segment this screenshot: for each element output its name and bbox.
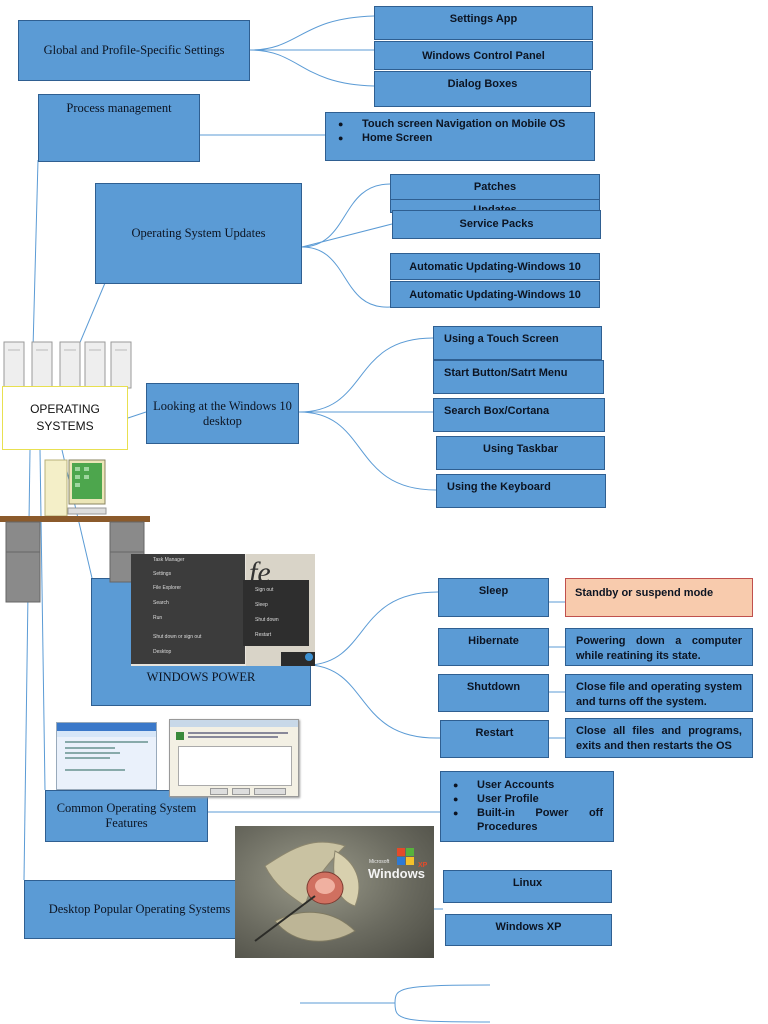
leaf-keyboard: Using the Keyboard bbox=[436, 474, 606, 508]
list-item: Home Screen bbox=[336, 131, 565, 145]
central-topic-line2: SYSTEMS bbox=[36, 419, 94, 433]
windows-xp-image: Microsoft Windows XP bbox=[235, 826, 434, 958]
leaf-dialog-boxes: Dialog Boxes bbox=[374, 71, 591, 107]
leaf-feature-list: User Accounts User Profile Built-in Powe… bbox=[440, 771, 614, 842]
list-item: User Profile bbox=[451, 792, 603, 806]
leaf-windows-xp: Windows XP bbox=[445, 914, 612, 946]
desc-sleep: Standby or suspend mode bbox=[565, 578, 753, 617]
xp-artwork bbox=[254, 841, 360, 942]
branch-os-updates: Operating System Updates bbox=[95, 183, 302, 284]
leaf-hibernate: Hibernate bbox=[438, 628, 549, 666]
leaf-auto-update-1: Automatic Updating-Windows 10 bbox=[390, 253, 600, 280]
list-item: User Accounts bbox=[451, 778, 603, 792]
dialog-screenshot-1 bbox=[56, 722, 157, 790]
computer-desk-illustration bbox=[0, 459, 150, 603]
list-item: Built-in Power off Procedures bbox=[451, 806, 603, 834]
leaf-settings-app: Settings App bbox=[374, 6, 593, 40]
leaf-shutdown: Shutdown bbox=[438, 674, 549, 712]
branch-popular-os: Desktop Popular Operating Systems bbox=[24, 880, 255, 939]
leaf-search-box: Search Box/Cortana bbox=[433, 398, 605, 432]
windows-flag-icon bbox=[397, 848, 415, 866]
leaf-start-button: Start Button/Satrt Menu bbox=[433, 360, 604, 394]
leaf-control-panel: Windows Control Panel bbox=[374, 41, 593, 70]
branch-common-features: Common Operating System Features bbox=[45, 790, 208, 842]
branch-process-management: Process management bbox=[38, 94, 200, 162]
desc-restart: Close all files and programs, exits and … bbox=[565, 718, 753, 758]
central-topic: OPERATING SYSTEMS bbox=[2, 386, 128, 450]
desc-shutdown: Close file and operating system and turn… bbox=[565, 674, 753, 712]
leaf-service-packs: Service Packs bbox=[392, 210, 601, 239]
leaf-sleep: Sleep bbox=[438, 578, 549, 617]
xp-logo-sup: XP bbox=[418, 862, 428, 869]
xp-logo-text: Windows bbox=[368, 866, 425, 881]
list-item: Touch screen Navigation on Mobile OS bbox=[336, 117, 565, 131]
start-menu-screenshot: fe Task Manager Settings File Explorer S… bbox=[131, 554, 315, 666]
leaf-touch-screen: Using a Touch Screen bbox=[433, 326, 602, 360]
branch-global-settings: Global and Profile-Specific Settings bbox=[18, 20, 250, 81]
central-topic-line1: OPERATING bbox=[30, 402, 100, 416]
leaf-taskbar: Using Taskbar bbox=[436, 436, 605, 470]
leaf-restart: Restart bbox=[440, 720, 549, 758]
leaf-process-list: Touch screen Navigation on Mobile OS Hom… bbox=[325, 112, 595, 161]
leaf-linux: Linux bbox=[443, 870, 612, 903]
xp-logo-small: Microsoft bbox=[369, 859, 390, 865]
server-racks-illustration bbox=[3, 341, 132, 389]
leaf-patches: Patches bbox=[390, 174, 600, 200]
branch-windows-desktop: Looking at the Windows 10 desktop bbox=[146, 383, 299, 444]
desc-hibernate: Powering down a computer while reatining… bbox=[565, 628, 753, 666]
leaf-auto-update-2: Automatic Updating-Windows 10 bbox=[390, 281, 600, 308]
dialog-screenshot-2 bbox=[169, 719, 299, 797]
